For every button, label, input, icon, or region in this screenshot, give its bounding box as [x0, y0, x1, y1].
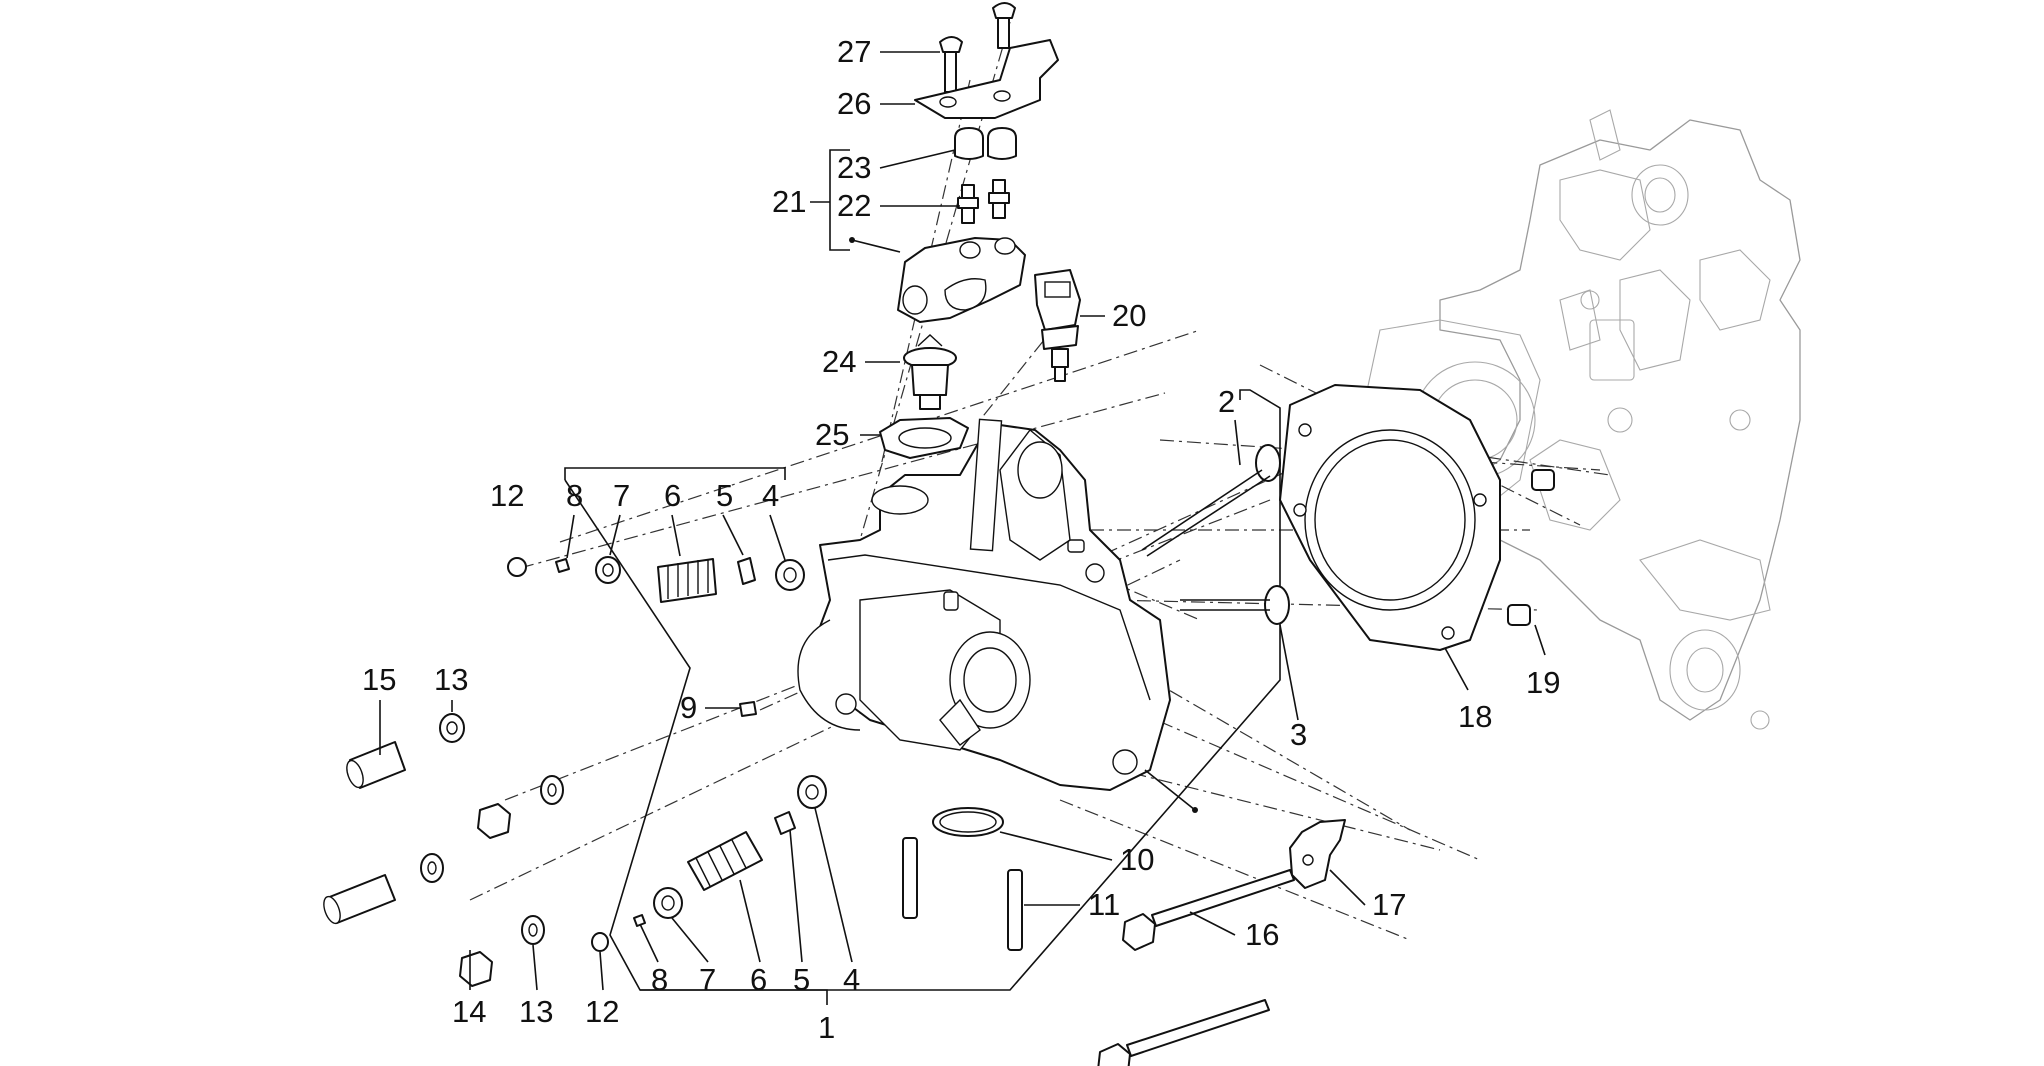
- label-4-lower: 4: [843, 962, 860, 997]
- label-18: 18: [1458, 699, 1492, 734]
- label-23: 23: [837, 150, 871, 185]
- part-thermostat-housing: [897, 237, 1026, 323]
- part-11-studs: [902, 837, 1023, 951]
- part-23-caps: [954, 127, 1017, 160]
- label-20: 20: [1112, 298, 1146, 333]
- leader-lines: [379, 51, 1546, 991]
- label-16: 16: [1245, 917, 1279, 952]
- label-1: 1: [818, 1010, 835, 1045]
- part-cylinder-head: [797, 418, 1171, 791]
- label-9: 9: [680, 690, 697, 725]
- lower-valve-group: [633, 775, 827, 927]
- label-5-upper: 5: [716, 478, 733, 513]
- left-fasteners: [323, 775, 609, 987]
- part-17-bracket: [1289, 819, 1346, 889]
- part-3-valve: [1180, 585, 1290, 625]
- part-number-labels: 27 26 23 21 22 20 24 25 2 12 8 7 6 5 4 1…: [362, 34, 1560, 1045]
- label-22: 22: [837, 188, 871, 223]
- label-13-lower: 13: [519, 994, 553, 1029]
- part-25-gasket: [879, 417, 969, 459]
- label-8-lower: 8: [651, 962, 668, 997]
- label-24: 24: [822, 344, 856, 379]
- label-21: 21: [772, 184, 806, 219]
- label-2: 2: [1218, 384, 1235, 419]
- part-10-oring: [932, 807, 1004, 837]
- part-18-head-gasket: [1279, 384, 1501, 651]
- label-8-upper: 8: [566, 478, 583, 513]
- part-2-valve: [1141, 444, 1281, 557]
- part-9-plug: [739, 701, 757, 717]
- label-3: 3: [1290, 717, 1307, 752]
- label-6-upper: 6: [664, 478, 681, 513]
- engine-crankcase-ghost: [1364, 109, 1801, 730]
- part-26-bracket: [914, 39, 1059, 119]
- label-10: 10: [1120, 842, 1154, 877]
- label-15: 15: [362, 662, 396, 697]
- label-12-upper: 12: [490, 478, 524, 513]
- label-5-lower: 5: [793, 962, 810, 997]
- label-14: 14: [452, 994, 486, 1029]
- part-13-washer-upper: [439, 713, 465, 743]
- part-24-thermostat: [903, 334, 957, 410]
- label-26: 26: [837, 86, 871, 121]
- part-20-temperature-sensor: [1034, 269, 1081, 382]
- assembly-brackets: [564, 149, 1281, 1005]
- label-6-lower: 6: [750, 962, 767, 997]
- label-7-lower: 7: [699, 962, 716, 997]
- part-16-long-bolts: [1097, 869, 1295, 1066]
- label-12-lower: 12: [585, 994, 619, 1029]
- label-7-upper: 7: [613, 478, 630, 513]
- label-13-upper: 13: [434, 662, 468, 697]
- label-25: 25: [815, 417, 849, 452]
- label-11: 11: [1088, 887, 1120, 922]
- label-27: 27: [837, 34, 871, 69]
- upper-valve-group: [507, 556, 805, 603]
- part-19-dowels: [1507, 469, 1555, 626]
- label-17: 17: [1372, 887, 1406, 922]
- part-15-bushing: [346, 741, 406, 789]
- part-22-bleed-screws: [957, 179, 1010, 224]
- label-19: 19: [1526, 665, 1560, 700]
- label-4-upper: 4: [762, 478, 779, 513]
